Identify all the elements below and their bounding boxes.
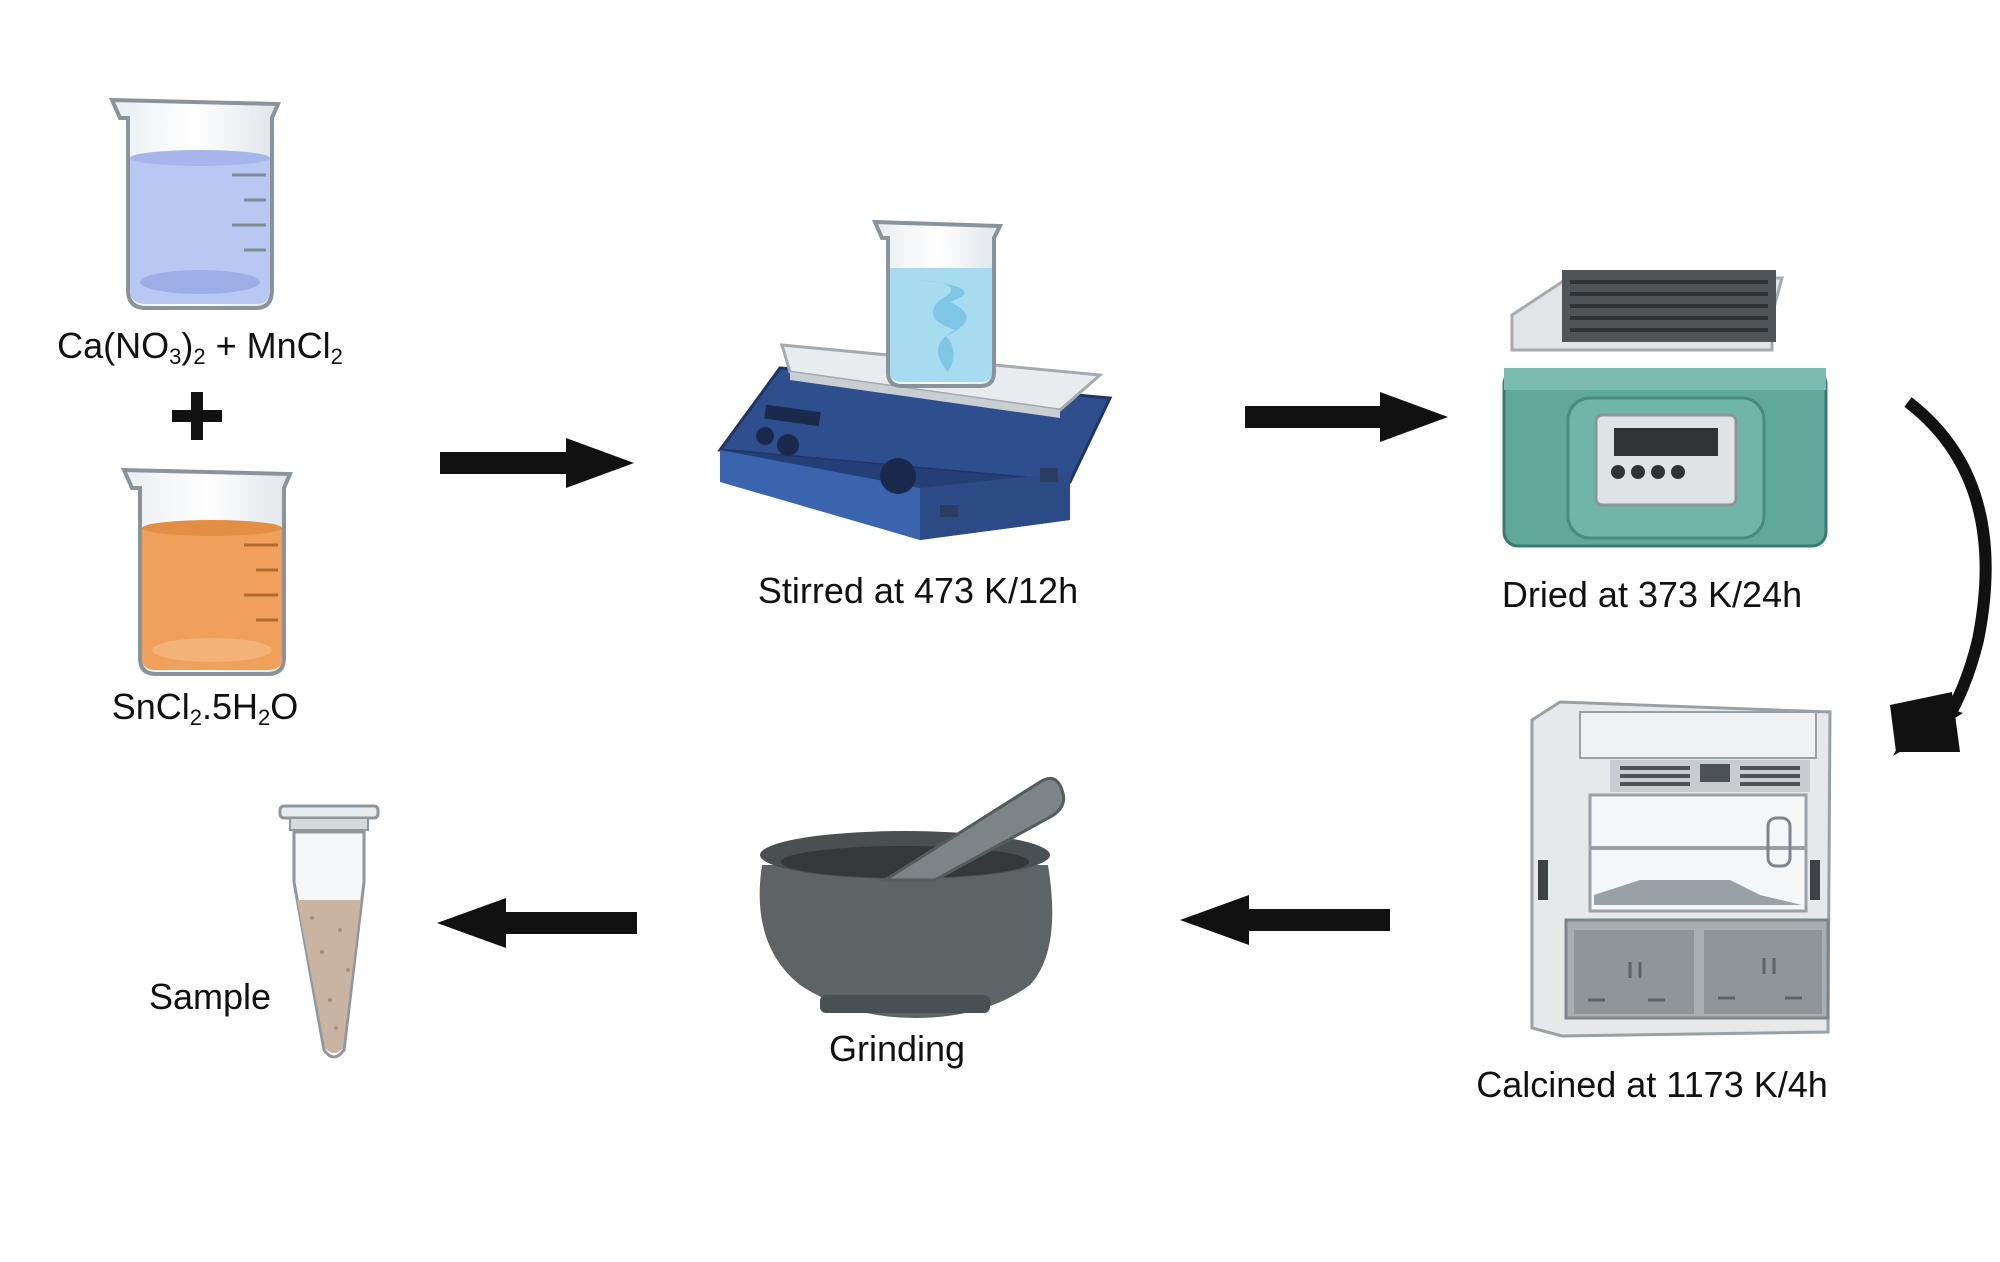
reagent-bottom-label: SnCl2.5H2O bbox=[111, 686, 299, 730]
step-calcine-label: Calcined at 1173 K/4h bbox=[1476, 1064, 1828, 1105]
mortar-pestle-icon bbox=[759, 776, 1066, 1018]
plus-icon bbox=[172, 392, 222, 440]
reagent-top-label: Ca(NO3)2 + MnCl2 bbox=[57, 325, 343, 369]
step-stir-label: Stirred at 473 K/12h bbox=[757, 570, 1079, 611]
arrow-right-2 bbox=[1245, 392, 1448, 442]
step-grind-label: Grinding bbox=[828, 1028, 966, 1069]
arrow-curved-down bbox=[1890, 397, 1992, 756]
beaker-orange-icon bbox=[120, 467, 294, 676]
magnetic-stirrer-icon bbox=[717, 219, 1113, 540]
step-sample-label: Sample bbox=[148, 976, 272, 1017]
drying-oven-icon bbox=[1502, 270, 1828, 548]
arrow-right-1 bbox=[440, 438, 634, 488]
beaker-blue-icon bbox=[108, 97, 282, 310]
fume-hood-icon bbox=[1530, 700, 1832, 1038]
sample-tube-icon bbox=[278, 804, 380, 1059]
step-dry-label: Dried at 373 K/24h bbox=[1501, 574, 1803, 615]
arrow-left-2 bbox=[437, 898, 637, 948]
arrow-left-1 bbox=[1180, 895, 1390, 945]
